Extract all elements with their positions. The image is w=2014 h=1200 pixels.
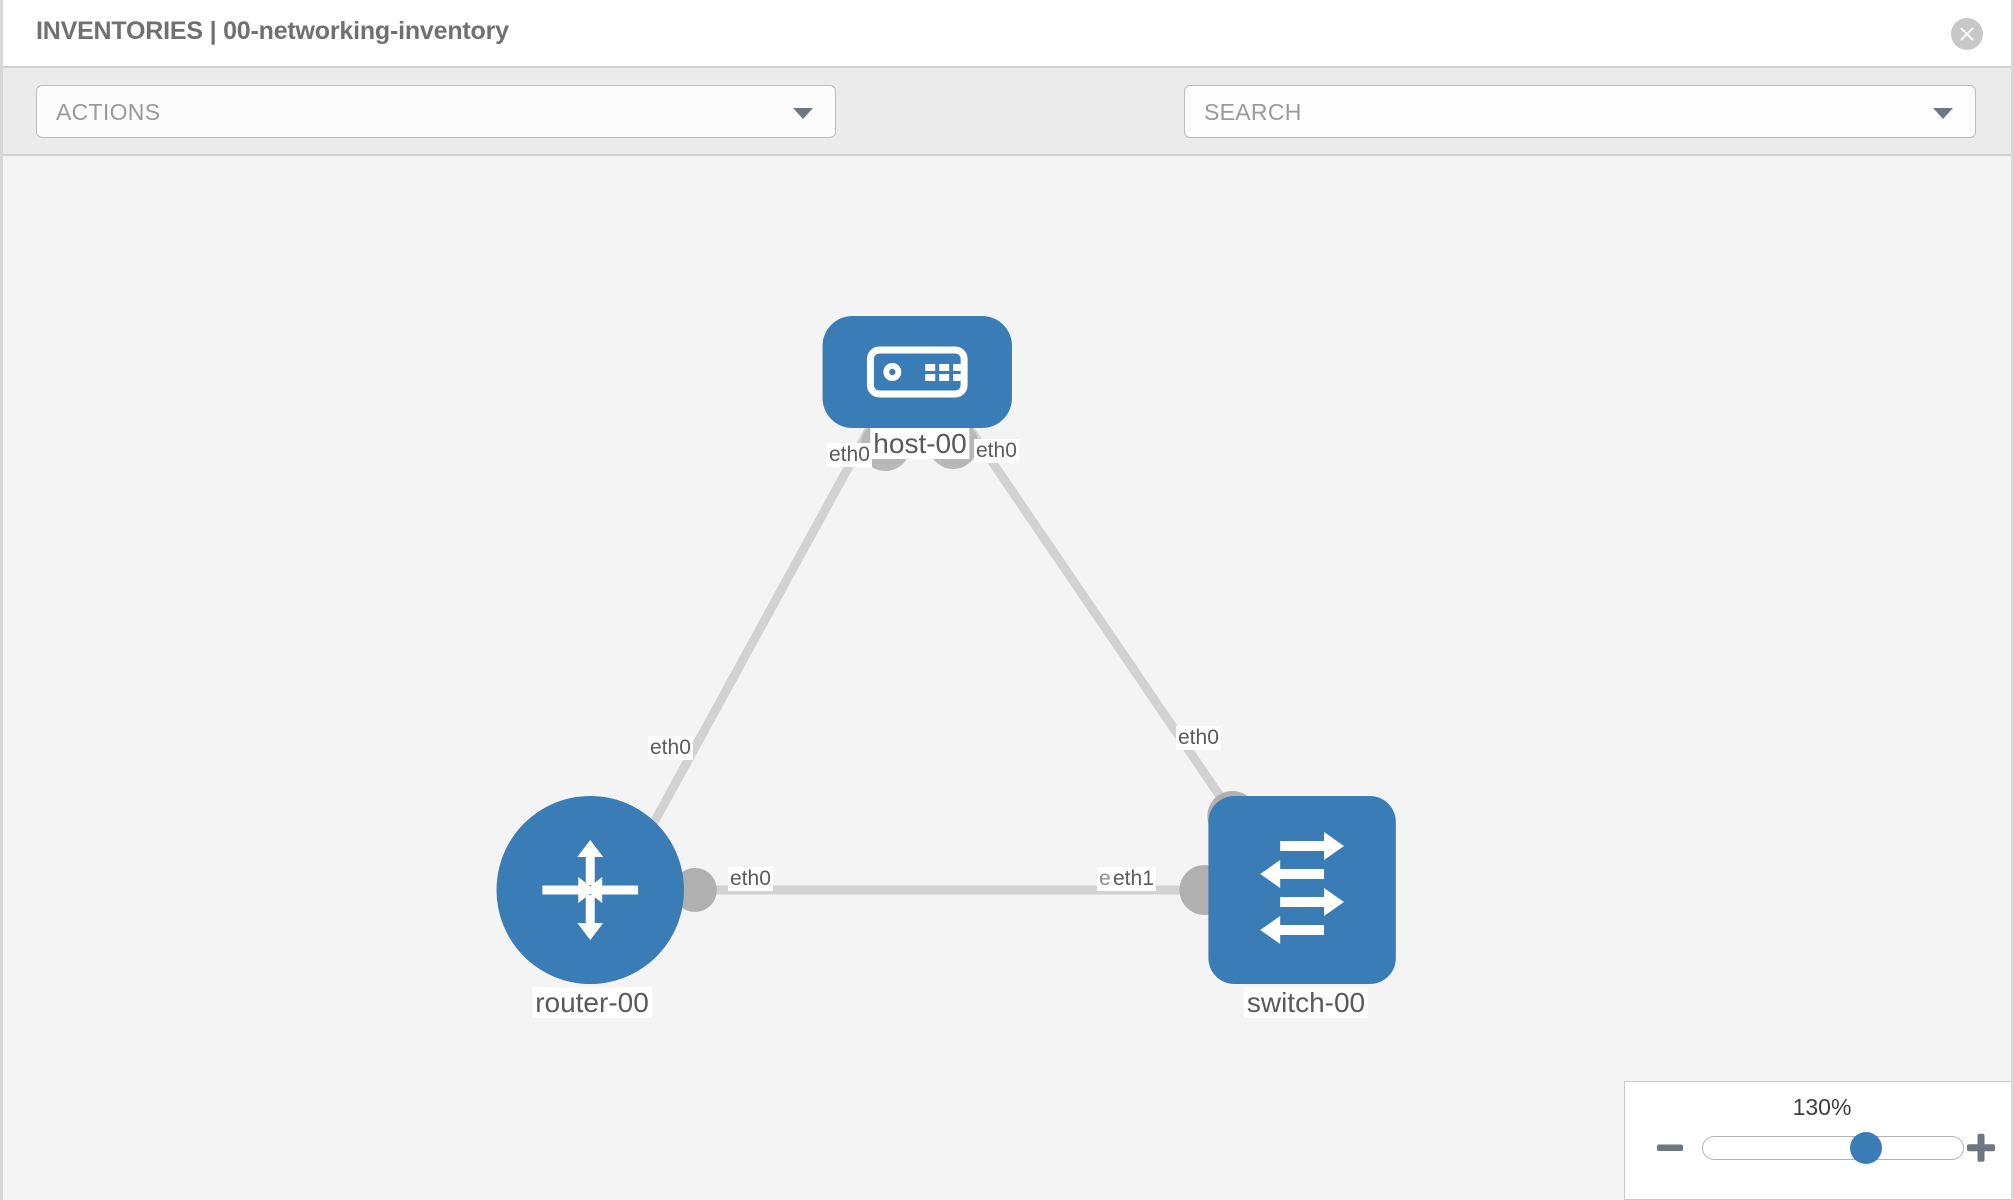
topology-edges xyxy=(637,415,1255,895)
zoom-slider-thumb[interactable] xyxy=(1850,1132,1882,1164)
search-input[interactable]: SEARCH xyxy=(1184,85,1976,138)
iface-label-switch00-eth1: eth1 xyxy=(1111,867,1156,892)
zoom-slider[interactable] xyxy=(1702,1132,1964,1164)
node-host-00[interactable] xyxy=(822,316,1012,428)
node-label-host-00: host-00 xyxy=(870,428,970,460)
node-switch-00[interactable] xyxy=(1208,796,1396,984)
node-label-router-00: router-00 xyxy=(532,987,652,1019)
node-router-00[interactable] xyxy=(496,796,684,984)
actions-dropdown[interactable]: ACTIONS xyxy=(36,85,836,138)
toolbar: ACTIONS SEARCH xyxy=(3,68,2011,197)
zoom-control-panel: 130% xyxy=(1624,1081,2011,1200)
iface-label-host00-eth0-left: eth0 xyxy=(827,443,872,468)
search-chevron-down-icon[interactable] xyxy=(1933,108,1953,119)
iface-label-host00-eth0-right: eth0 xyxy=(974,439,1019,464)
edge-host00-router00[interactable] xyxy=(637,415,880,849)
zoom-level-value: 130% xyxy=(1792,1094,1852,1120)
topology-graph xyxy=(496,316,1396,984)
plus-icon[interactable] xyxy=(1963,1130,1999,1166)
iface-label-router00-eth0-up: eth0 xyxy=(648,736,693,761)
zoom-slider-row xyxy=(1625,1130,2011,1172)
port-router00-right[interactable] xyxy=(672,868,717,912)
actions-dropdown-label: ACTIONS xyxy=(56,99,161,125)
iface-label-router00-eth0-right: eth0 xyxy=(728,867,773,892)
edge-host00-switch00[interactable] xyxy=(958,415,1255,845)
topology-ports xyxy=(672,419,1258,915)
chevron-down-icon xyxy=(793,108,813,119)
iface-label-switch00-eth0-up: eth0 xyxy=(1176,726,1221,751)
minus-icon[interactable] xyxy=(1652,1130,1688,1166)
search-placeholder: SEARCH xyxy=(1204,99,1302,125)
close-icon[interactable] xyxy=(1951,18,1983,50)
topology-canvas[interactable]: host-00 router-00 switch-00 eth0 eth0 et… xyxy=(3,156,2011,1200)
node-label-switch-00: switch-00 xyxy=(1243,987,1369,1019)
window-titlebar: INVENTORIES | 00-networking-inventory xyxy=(3,0,2011,68)
page-title: INVENTORIES | 00-networking-inventory xyxy=(36,17,509,45)
